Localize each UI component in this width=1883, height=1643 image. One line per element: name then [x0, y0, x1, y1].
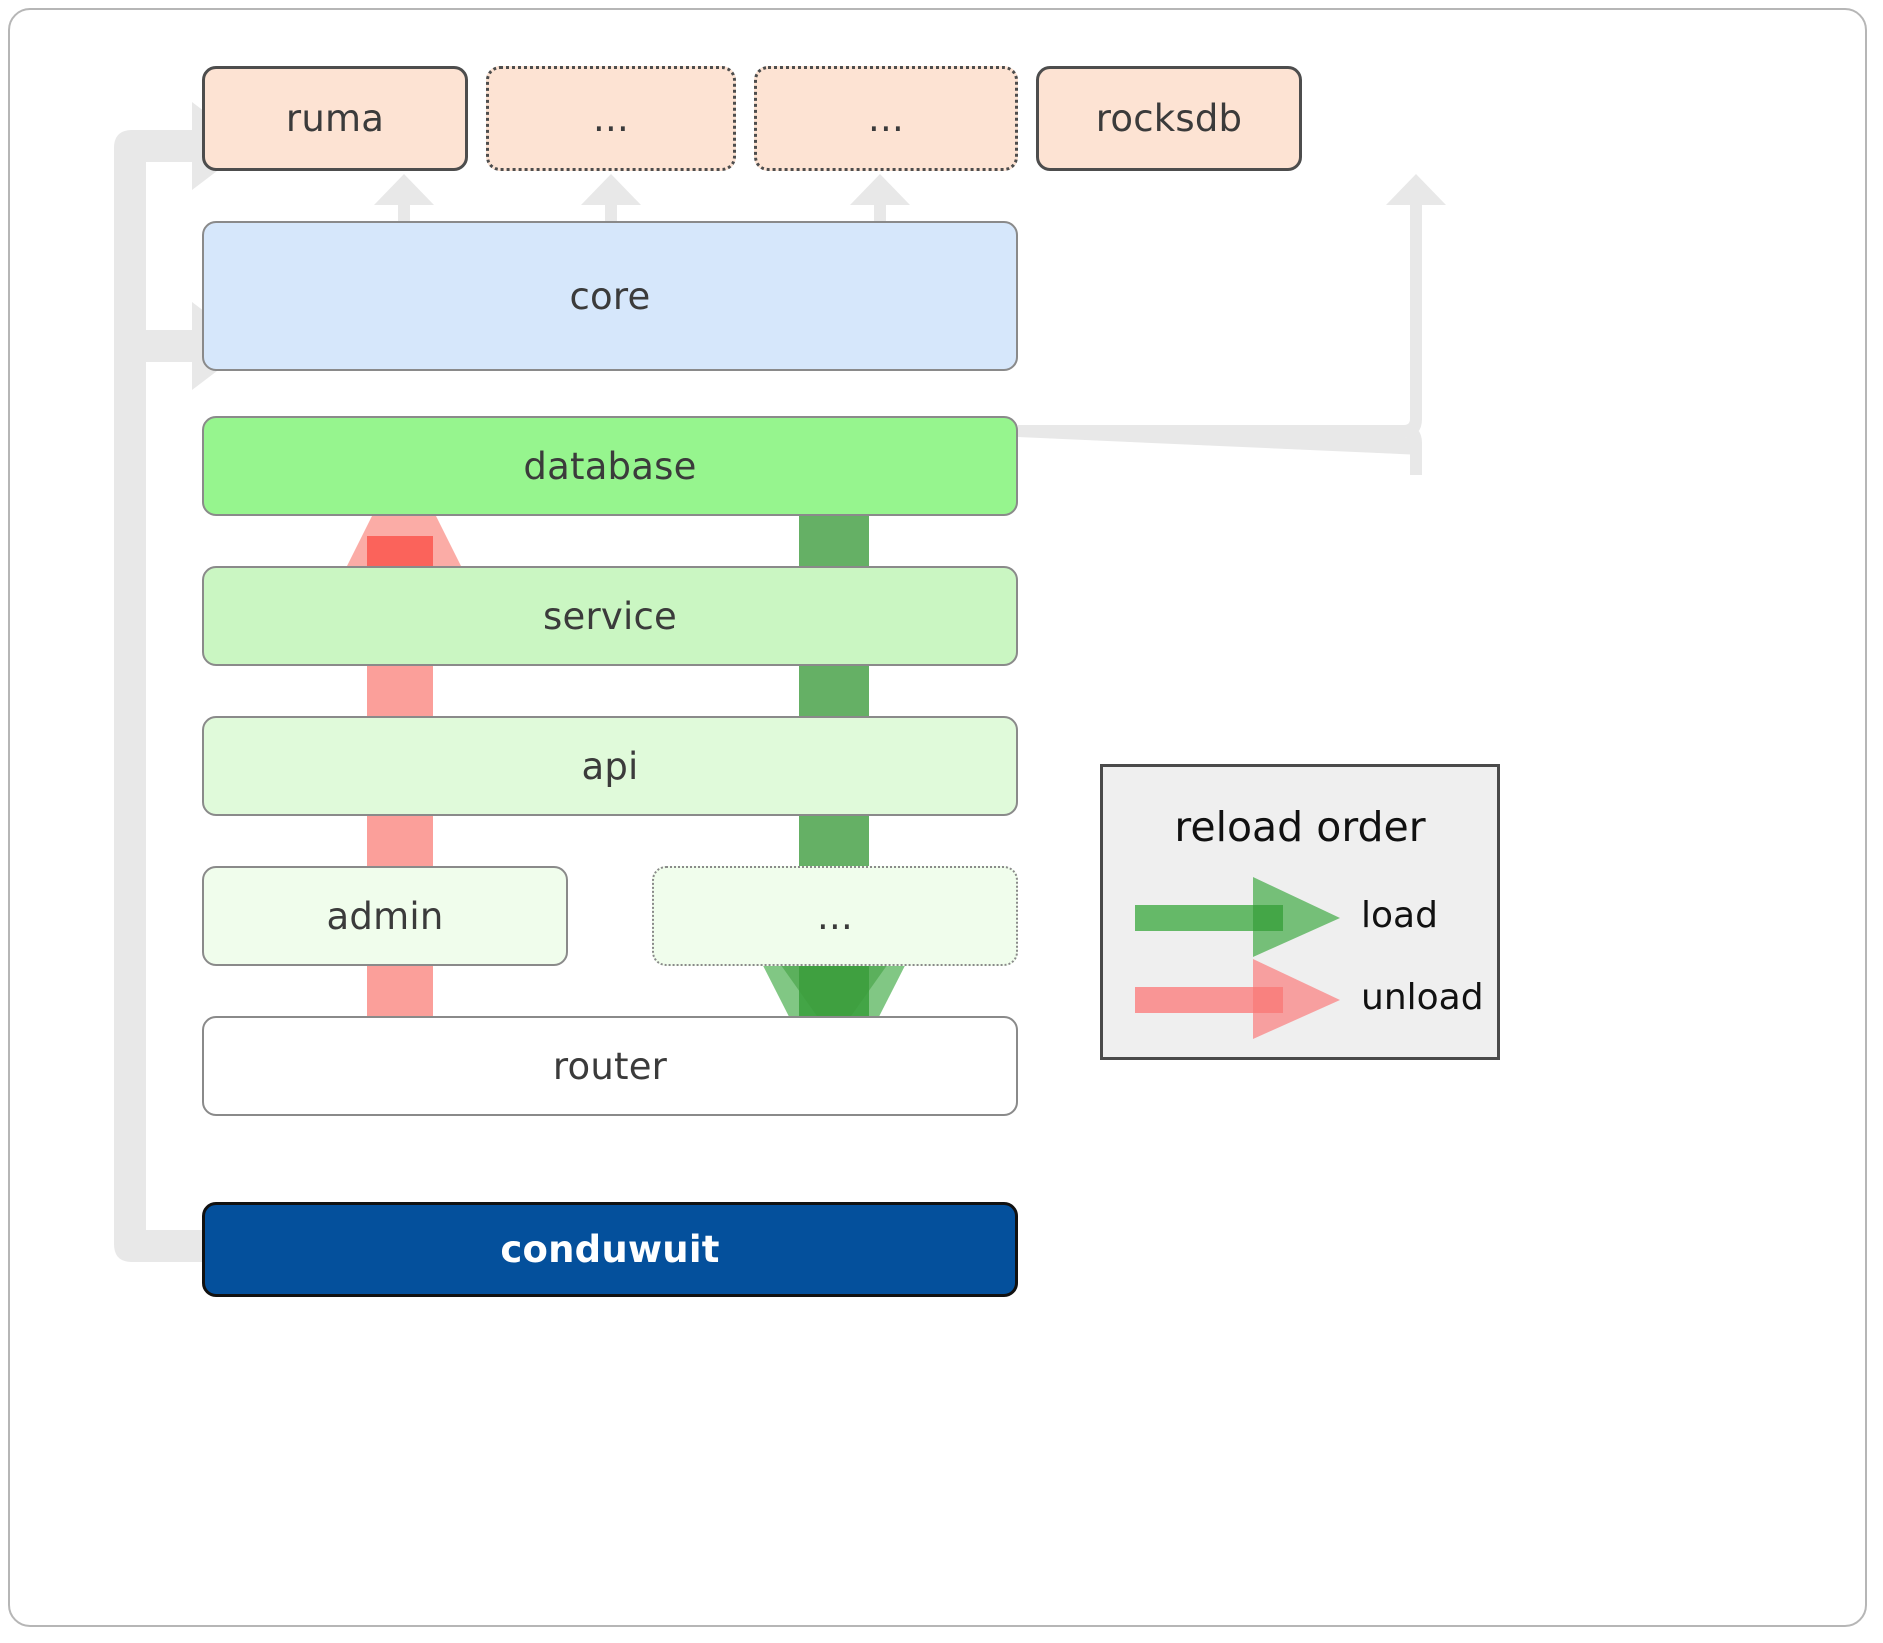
node-api[interactable]: api [202, 716, 1018, 816]
node-top-more-2-label: ... [868, 97, 904, 140]
node-top-more-2[interactable]: ... [754, 66, 1018, 171]
node-core[interactable]: core [202, 221, 1018, 371]
legend-title: reload order [1174, 803, 1426, 851]
node-rocksdb-label: rocksdb [1095, 97, 1243, 140]
node-admin-label: admin [326, 894, 444, 938]
dependency-connectors [114, 102, 1446, 1262]
node-admin[interactable]: admin [202, 866, 568, 966]
node-database-label: database [523, 444, 697, 488]
node-ruma-label: ruma [285, 97, 385, 140]
legend-unload-arrow-icon [1135, 959, 1340, 1039]
node-core-label: core [569, 274, 651, 318]
node-top-more-1[interactable]: ... [486, 66, 736, 171]
node-ruma[interactable]: ruma [202, 66, 468, 171]
node-conduwuit-label: conduwuit [500, 1228, 720, 1271]
node-service[interactable]: service [202, 566, 1018, 666]
node-stack-more[interactable]: ... [652, 866, 1018, 966]
legend-unload-label: unload [1361, 977, 1484, 1018]
node-router[interactable]: router [202, 1016, 1018, 1116]
connector-core-to-ruma [374, 174, 434, 221]
node-stack-more-label: ... [817, 894, 853, 938]
connector-database-right-stub [1018, 425, 1422, 475]
node-conduwuit[interactable]: conduwuit [202, 1202, 1018, 1297]
node-database[interactable]: database [202, 416, 1018, 516]
node-api-label: api [581, 744, 639, 788]
legend-load-label: load [1361, 895, 1438, 936]
node-router-label: router [552, 1044, 668, 1088]
node-top-more-1-label: ... [593, 97, 629, 140]
connector-conduwuit-spine [114, 102, 250, 1262]
connector-core-to-dots1 [581, 174, 641, 221]
connector-to-core [146, 302, 250, 390]
legend-reload-order: reload order load unload [1100, 764, 1500, 1060]
node-service-label: service [543, 594, 677, 638]
legend-load-arrow-icon [1135, 877, 1340, 957]
connector-core-to-dots2 [850, 174, 910, 221]
node-rocksdb[interactable]: rocksdb [1036, 66, 1302, 171]
connector-database-to-rocksdb-path [1018, 174, 1446, 437]
